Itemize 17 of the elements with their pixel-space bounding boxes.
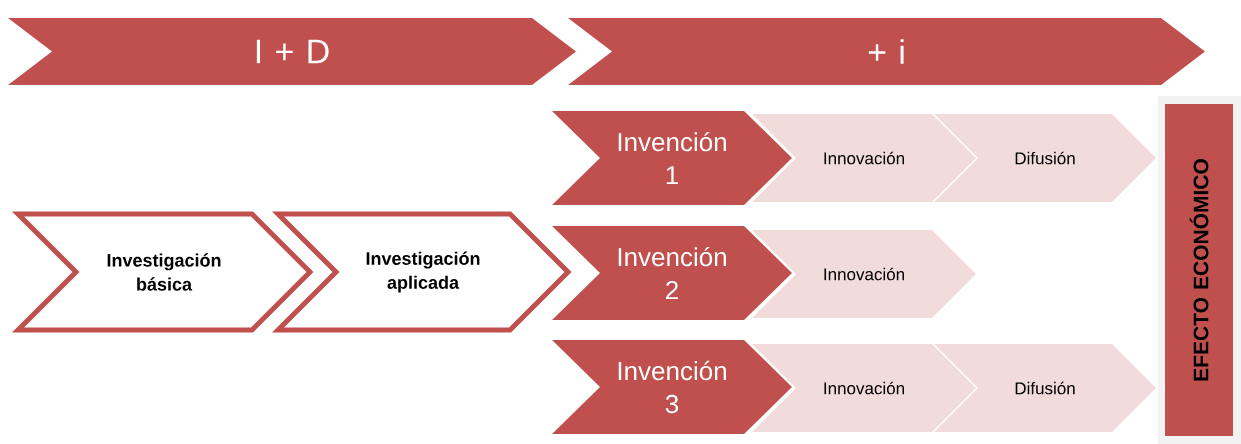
process-step: Invención 2 bbox=[552, 226, 792, 320]
node-label: Difusión bbox=[1015, 381, 1075, 395]
phase-banner: + i bbox=[568, 18, 1205, 85]
phase-banner: I + D bbox=[8, 18, 576, 85]
process-step: Innovación bbox=[752, 344, 976, 432]
process-step: Investigación básica bbox=[11, 211, 314, 333]
process-step: Difusión bbox=[934, 344, 1156, 432]
node-label: Innovación bbox=[824, 151, 904, 165]
result-box: EFECTO ECONÓMICO bbox=[1165, 104, 1233, 436]
node-label: Difusión bbox=[1015, 151, 1075, 165]
process-step: Difusión bbox=[934, 114, 1156, 202]
process-step: Investigación aplicada bbox=[271, 211, 572, 333]
process-step: Innovación bbox=[752, 230, 976, 318]
process-step: Invención 1 bbox=[552, 111, 792, 205]
process-step: Innovación bbox=[752, 114, 976, 202]
node-label: Innovación bbox=[824, 381, 904, 395]
process-step: Invención 3 bbox=[552, 340, 792, 434]
